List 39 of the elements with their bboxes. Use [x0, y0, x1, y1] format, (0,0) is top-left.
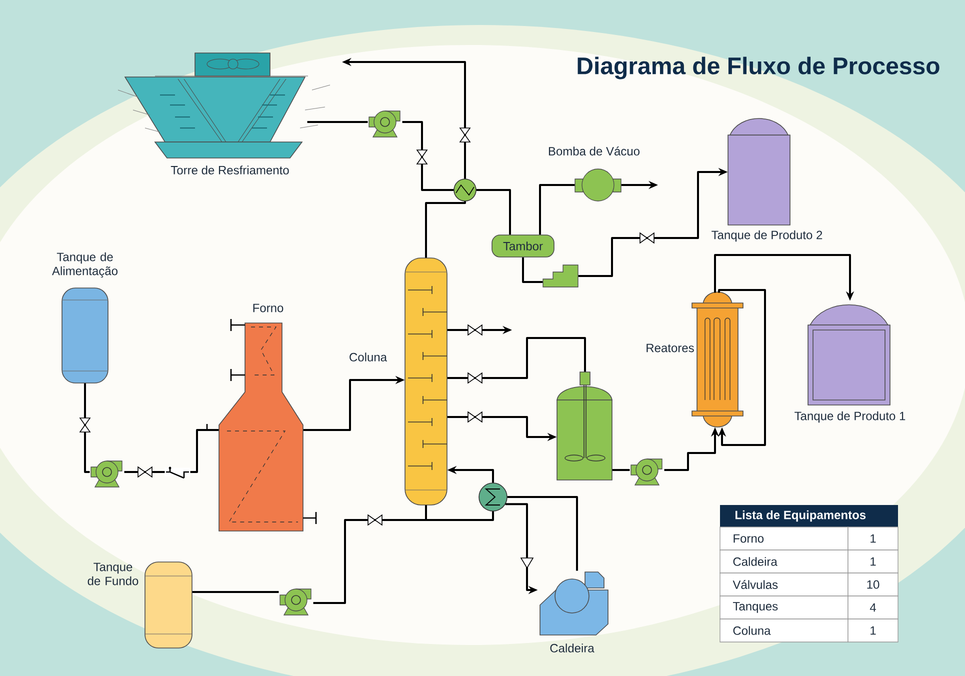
equipment-label: Tanque de Alimentação: [52, 252, 118, 278]
pipe-line: [402, 121, 454, 191]
equipment-label: Forno: [253, 304, 284, 312]
pipe-line: [84, 383, 90, 473]
pipe-line: [612, 469, 630, 471]
pipe-line: [507, 496, 578, 571]
drum-box: Tambor: [492, 234, 554, 258]
agitated-vessel-drawing: [556, 372, 612, 480]
table-cell: 1: [848, 526, 898, 550]
table-cell: 10: [848, 572, 898, 596]
equipment-label: Tanque de Produto 2: [712, 230, 822, 242]
pump-icon: [90, 460, 122, 488]
equipment-label: Torre de Resfriamento: [170, 166, 289, 174]
equipment-label: Caldeira: [550, 644, 594, 652]
pump-icon: [368, 110, 400, 138]
equipment-label: Reatores: [646, 344, 694, 352]
table-cell: 1: [848, 550, 898, 574]
pipe-line: [313, 505, 427, 604]
heat-exchanger-icon: [454, 178, 476, 202]
pipe-line: [539, 184, 575, 235]
pipe-line: [192, 591, 279, 593]
table-cell: 1: [848, 618, 898, 642]
pipe-line: [124, 429, 219, 473]
pipe-line: [307, 121, 368, 123]
equipment-label: Tanque de Produto 1: [794, 411, 906, 423]
equipment-label: Coluna: [350, 352, 387, 362]
title: Diagrama de Fluxo de Processo: [578, 56, 940, 80]
pipe-line: [522, 257, 543, 283]
pipe-line: [425, 201, 466, 258]
pump-icon: [630, 458, 662, 486]
pump-icon: [280, 588, 312, 616]
equipment-label: Bomba de Vácuo: [548, 146, 640, 156]
pipe-line: [476, 189, 511, 235]
equipment-label: Tanque de Fundo: [88, 562, 138, 586]
table-header: Lista de Equipamentos: [720, 505, 898, 527]
heat-exchanger-icon: [478, 482, 508, 512]
seal-pot-icon: [542, 264, 578, 288]
table-cell: 4: [848, 596, 898, 620]
pipe-line: [447, 337, 586, 379]
